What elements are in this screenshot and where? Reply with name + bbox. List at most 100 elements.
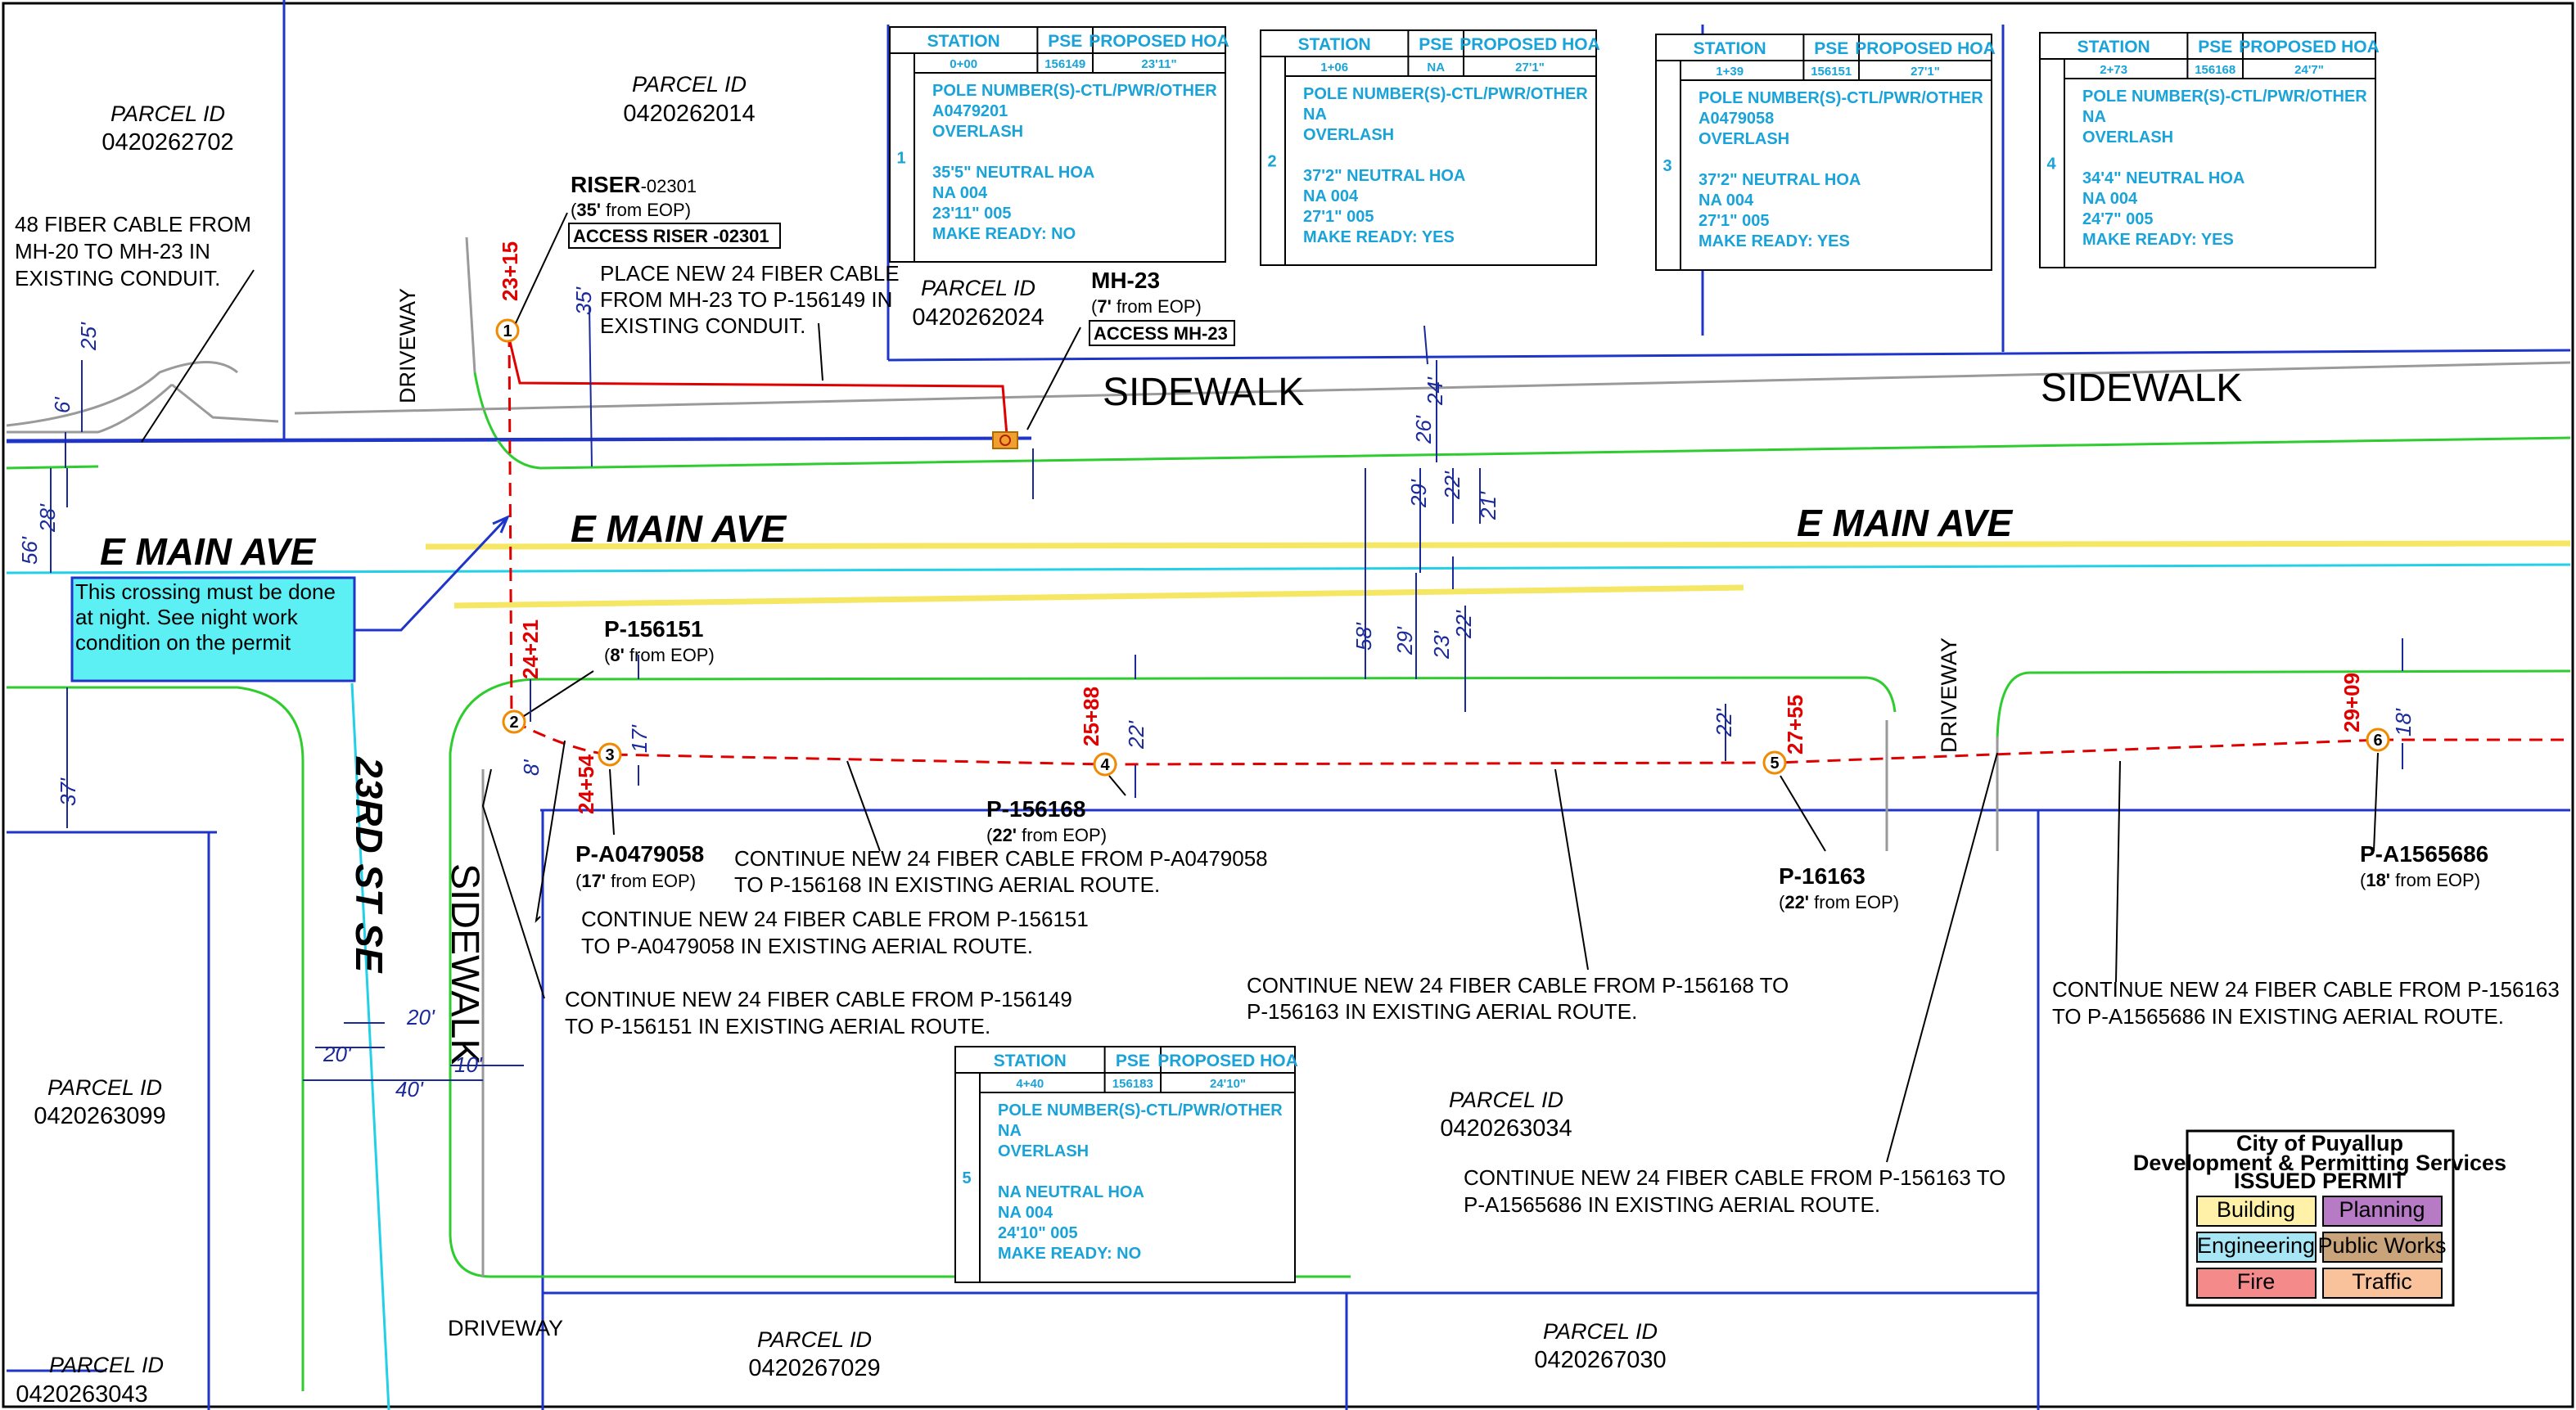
table-value-cell: 27'1" <box>1515 61 1545 74</box>
street-name-cross: 23RD ST SE <box>348 756 390 974</box>
note-continue-line: CONTINUE NEW 24 FIBER CABLE FROM P-15615… <box>581 907 1089 931</box>
table-value-cell: 156183 <box>1112 1077 1153 1091</box>
dimension-label: 29' <box>1406 479 1431 508</box>
table-header-cell: PSE <box>1419 35 1453 54</box>
parcel-labels: PARCEL ID 0420262702 PARCEL ID 042026201… <box>16 72 1666 1408</box>
permit-cell-label: Traffic <box>2352 1269 2412 1294</box>
dimension-label: 35' <box>571 286 596 315</box>
main-ave-right-of-way <box>6 436 1032 442</box>
table-header-cell: PROPOSED HOA <box>1157 1052 1298 1070</box>
dimension-label: 18' <box>2391 708 2416 737</box>
dimension-label: 22' <box>1451 610 1476 639</box>
table-index: 2 <box>1267 152 1276 170</box>
parcel-label: PARCEL ID <box>632 72 747 97</box>
station-label: 25+88 <box>1079 687 1103 746</box>
dimension-label: 25' <box>76 322 101 351</box>
parcel-number: 0420267030 <box>1534 1347 1666 1373</box>
svg-text:6: 6 <box>2373 732 2382 750</box>
pole-name: P-16163 <box>1779 863 1865 889</box>
permit-status: ISSUED PERMIT <box>2234 1169 2407 1193</box>
station-labels: 23+15 24+21 24+54 25+88 27+55 29+09 <box>498 241 2364 814</box>
permit-city: City of Puyallup <box>2236 1131 2403 1155</box>
svg-text:2: 2 <box>509 714 518 732</box>
dimension-label: 24' <box>1423 376 1447 406</box>
table-body-line: NA NEUTRAL HOA <box>998 1183 1144 1201</box>
table-header-cell: PROPOSED HOA <box>1459 35 1600 54</box>
table-body-line: NA 004 <box>1699 191 1754 209</box>
dimension-label: 28' <box>35 503 60 533</box>
note-continue-line: TO P-A0479058 IN EXISTING AERIAL ROUTE. <box>581 934 1033 958</box>
note-continue-line: P-156163 IN EXISTING AERIAL ROUTE. <box>1247 999 1637 1024</box>
dimension-label: 37' <box>56 777 80 806</box>
permit-cell: Engineering <box>2196 1232 2317 1263</box>
note-place-24-line: EXISTING CONDUIT. <box>600 313 805 338</box>
table-body-line: NA 004 <box>998 1204 1053 1222</box>
night-note-line: at night. See night work <box>75 605 299 629</box>
table-header-cell: PROPOSED HOA <box>1089 32 1229 51</box>
table-body-line: NA 004 <box>2082 190 2138 208</box>
sidewalk-lines <box>6 237 2571 1277</box>
note-place-24-line: FROM MH-23 TO P-156149 IN <box>600 287 892 312</box>
pole-distance: (22' from EOP) <box>986 825 1107 845</box>
permit-stamp: City of Puyallup Development & Permittin… <box>2133 1129 2506 1307</box>
street-name-main: E MAIN AVE <box>100 530 317 573</box>
table-value-cell: 1+39 <box>1716 65 1744 79</box>
note-continue-line: CONTINUE NEW 24 FIBER CABLE FROM P-15616… <box>1464 1165 2005 1190</box>
riser-callout: RISER-02301 (35' from EOP) ACCESS RISER … <box>568 172 781 249</box>
mh23-name: MH-23 <box>1091 268 1160 293</box>
street-name-main: E MAIN AVE <box>1797 502 2014 544</box>
parcel-label: PARCEL ID <box>49 1353 164 1377</box>
dimension-label: 56' <box>17 536 42 565</box>
right-of-way-lines <box>6 0 2571 1410</box>
table-value-cell: 0+00 <box>950 57 977 71</box>
table-value-cell: 156149 <box>1044 57 1085 71</box>
pole-callouts: P-156151 (8' from EOP) P-A0479058 (17' f… <box>575 616 2488 912</box>
permit-cell: Traffic <box>2322 1268 2443 1299</box>
node-5: 5 <box>1762 750 1787 775</box>
table-body-line: POLE NUMBER(S)-CTL/PWR/OTHER <box>932 82 1217 100</box>
pole-nodes: 1 2 3 4 5 6 <box>495 318 2390 777</box>
table-body-line: 27'1" 005 <box>1699 212 1770 230</box>
callout-leaders <box>141 212 2379 1163</box>
table-body-line: 37'2" NEUTRAL HOA <box>1303 167 1465 185</box>
dimension-label: 22' <box>1712 708 1736 737</box>
permit-cell-label: Public Works <box>2317 1233 2446 1258</box>
table-body-line: 27'1" 005 <box>1303 208 1374 226</box>
table-value-cell: 2+73 <box>2100 63 2127 77</box>
table-value-cell: 4+40 <box>1016 1077 1044 1091</box>
node-2: 2 <box>502 710 526 734</box>
svg-text:4: 4 <box>1100 756 1110 774</box>
pole-name: P-156168 <box>986 796 1085 822</box>
parcel-number: 0420262024 <box>912 304 1044 331</box>
manhole-marker <box>992 431 1018 449</box>
dimension-label: 23' <box>1429 630 1454 660</box>
parcel-label: PARCEL ID <box>47 1075 162 1100</box>
dimension-label: 20' <box>406 1005 435 1029</box>
table-body-line: POLE NUMBER(S)-CTL/PWR/OTHER <box>2082 88 2367 106</box>
node-3: 3 <box>598 742 622 767</box>
table-body-line: 35'5" NEUTRAL HOA <box>932 164 1094 182</box>
table-body-line: NA 004 <box>932 184 988 202</box>
dimension-label: 6' <box>50 397 74 413</box>
table-body-line: NA 004 <box>1303 187 1359 205</box>
note-48-fiber-line: 48 FIBER CABLE FROM <box>15 212 251 237</box>
table-body-line: MAKE READY: YES <box>2082 231 2234 249</box>
table-body-line: MAKE READY: YES <box>1699 232 1850 250</box>
table-value-cell: 24'10" <box>1210 1077 1246 1091</box>
table-body-line: OVERLASH <box>1699 130 1789 148</box>
table-header-cell: STATION <box>994 1052 1067 1070</box>
dimension-label: 29' <box>1392 626 1417 655</box>
dimension-label: 21' <box>1476 491 1500 520</box>
note-continue-line: TO P-156151 IN EXISTING AERIAL ROUTE. <box>565 1014 990 1038</box>
station-label: 24+21 <box>518 619 543 679</box>
table-body-line: 34'4" NEUTRAL HOA <box>2082 169 2244 187</box>
table-body-line: OVERLASH <box>1303 126 1394 144</box>
table-body-line: A0479201 <box>932 102 1008 120</box>
table-value-cell: 23'11" <box>1141 57 1176 71</box>
station-label: 23+15 <box>498 241 522 301</box>
svg-text:5: 5 <box>1770 755 1779 773</box>
parcel-number: 0420267029 <box>748 1355 880 1381</box>
dimension-label: 58' <box>1351 622 1376 651</box>
